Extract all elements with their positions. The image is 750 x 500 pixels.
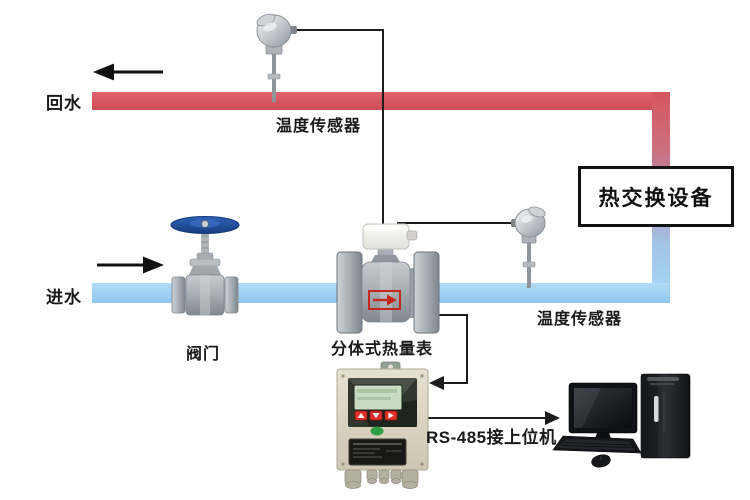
wire-arrowhead-to-controller [429, 376, 444, 390]
computer-tower [640, 373, 691, 459]
return-flow-arrow [93, 63, 163, 81]
return-water-pipe [92, 92, 670, 110]
computer-mouse [591, 454, 611, 468]
supply-pipe-label: 进水 [46, 288, 82, 307]
valve-label: 阀门 [186, 346, 221, 363]
gate-valve [170, 216, 240, 316]
computer-keyboard [552, 435, 642, 454]
rs485-arrowhead [545, 411, 560, 425]
sensor-wires [292, 29, 546, 419]
temperature-sensor-top [256, 13, 297, 102]
cable-glands [344, 469, 419, 489]
supply-flow-arrow [97, 256, 164, 274]
temperature-sensor-bottom [511, 206, 546, 288]
controller-buttons [354, 410, 398, 421]
heat-meter-flow-sensor [336, 223, 440, 334]
temp-sensor-bottom-label: 温度传感器 [537, 311, 623, 328]
rs485-link-label: RS-485接上位机 [426, 428, 557, 447]
heat-meter-controller [336, 361, 429, 489]
heat-exchanger-box: 热交换设备 [578, 166, 734, 227]
heat-meter-label: 分体式热量表 [331, 341, 434, 358]
heat-exchanger-label: 热交换设备 [598, 186, 714, 210]
temp-sensor-top-label: 温度传感器 [276, 118, 362, 135]
host-computer [552, 373, 691, 468]
return-pipe-label: 回水 [46, 94, 82, 113]
